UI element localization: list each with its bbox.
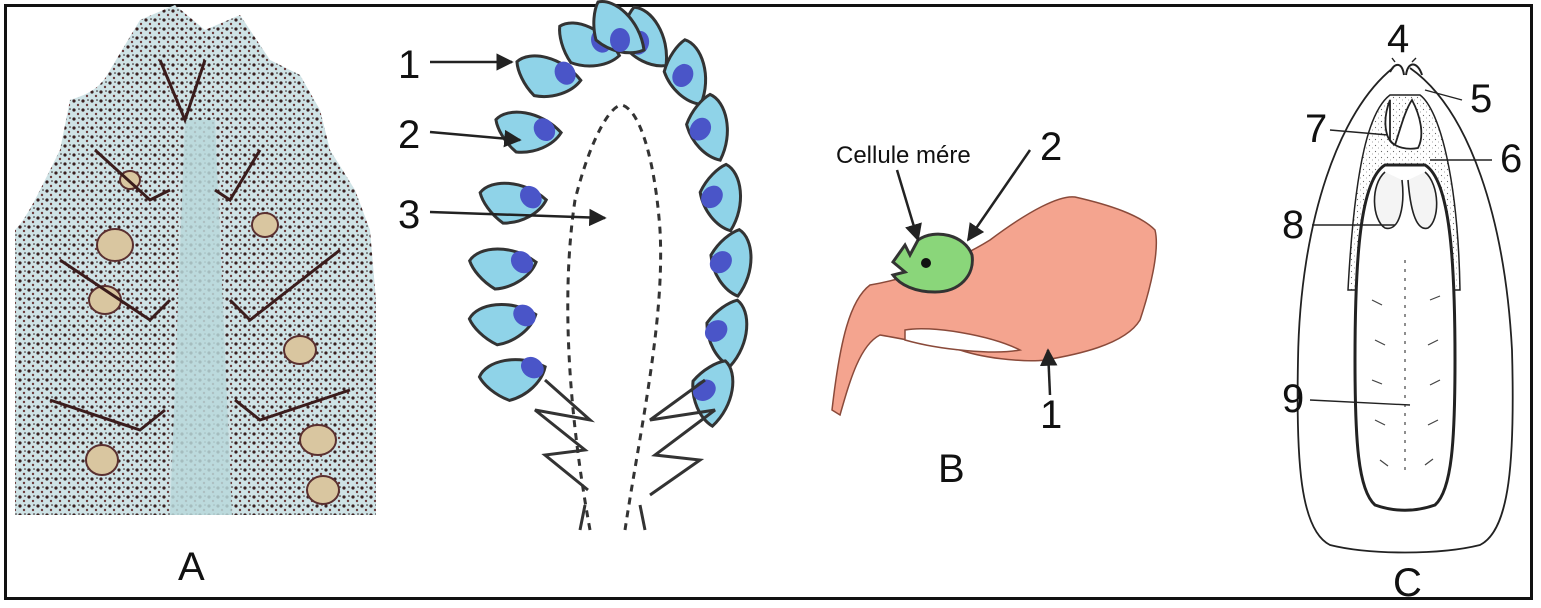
cone-scale [494, 110, 564, 154]
cone-scale [685, 92, 729, 162]
cone-scale [691, 359, 735, 429]
cone-diagram: 1 2 3 [398, 0, 753, 531]
caption-b: B [938, 447, 965, 491]
mother-cell-nucleus [921, 258, 931, 268]
scale-slit [904, 327, 1023, 353]
embryo-strokes [1371, 260, 1441, 470]
caption-a: A [178, 545, 205, 589]
scale-nucleus [519, 185, 542, 209]
cone-label-2: 2 [398, 113, 420, 157]
cone-label-1: 1 [398, 43, 420, 87]
mother-cell [890, 232, 974, 294]
scale-nucleus [689, 117, 712, 141]
scale-nucleus [709, 251, 732, 274]
cone-scale [478, 181, 549, 225]
scale-nucleus [672, 63, 694, 87]
cone-axis-outline [566, 103, 663, 531]
cone-scale [698, 162, 742, 233]
scale-body [831, 196, 1158, 417]
c-label-9: 9 [1282, 377, 1304, 421]
micropyle-tips [1389, 63, 1423, 76]
cone-scale [704, 298, 749, 369]
scale-nucleus [610, 28, 630, 52]
caption-c: C [1393, 561, 1422, 605]
b-label-1: 1 [1040, 393, 1062, 437]
ovuliferous-scale-panel-b: Cellule mére 2 1 B [831, 125, 1158, 491]
cone-scale [709, 227, 753, 298]
scale-nucleus [533, 118, 556, 142]
scale-nucleus [554, 61, 576, 85]
cone-scale [477, 356, 547, 402]
cone-scale [592, 0, 646, 55]
scale-nucleus [704, 320, 728, 342]
scale-nucleus [520, 356, 544, 379]
c-label-5: 5 [1470, 77, 1492, 121]
c-label-4: 4 [1387, 17, 1409, 61]
archegonia [1384, 98, 1423, 150]
c-label-7: 7 [1305, 107, 1327, 151]
central-axis [170, 120, 232, 515]
ovule-spots [85, 170, 340, 505]
scale-outlines [49, 59, 351, 432]
cone-scale [467, 303, 538, 347]
mother-cell-label: Cellule mére [836, 142, 971, 169]
cone-scale [515, 54, 583, 98]
c-label-6: 6 [1500, 137, 1522, 181]
cone-scales [467, 0, 753, 429]
scale-nucleus [513, 304, 536, 327]
embryo-cotyledons [1373, 171, 1438, 230]
seed-coat-outer [1296, 67, 1514, 554]
bract-spikes [534, 378, 716, 531]
cone-scale [662, 38, 708, 106]
scale-nucleus [510, 251, 534, 274]
micrograph-panel-a: A [15, 5, 376, 589]
scale-nucleus [701, 185, 723, 209]
seed-section-panel-c: 4 5 7 6 8 9 C [1282, 17, 1522, 605]
cone-label-3: 3 [398, 193, 420, 237]
figure-frame [4, 4, 1533, 600]
c-label-8: 8 [1282, 203, 1304, 247]
cone-scale [467, 247, 538, 291]
seed-coat-dashed [1468, 259, 1505, 471]
b-label-2: 2 [1040, 125, 1062, 169]
